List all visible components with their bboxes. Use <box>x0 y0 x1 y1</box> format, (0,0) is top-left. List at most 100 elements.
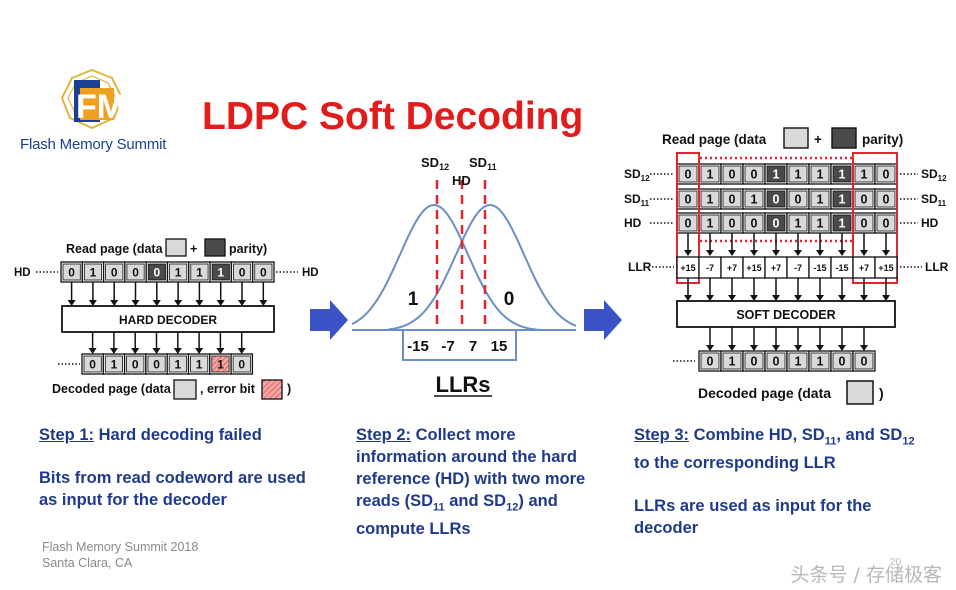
p3-row0-bit: 0 <box>883 168 890 182</box>
p1-hd-bit: 1 <box>196 265 203 279</box>
p3-dec-bit: 0 <box>773 355 780 369</box>
p3-row1-bit: 0 <box>883 193 890 207</box>
p3-dec-bit: 0 <box>707 355 714 369</box>
hd-label: HD <box>452 173 471 188</box>
p3-row0-cell <box>766 165 786 183</box>
p3-llr-value: +15 <box>878 263 893 273</box>
p3-row1-bit: 1 <box>817 193 824 207</box>
p3-dec-cell <box>722 352 742 370</box>
p1-hd-bit: 1 <box>175 265 182 279</box>
p3-dec-cell <box>744 352 764 370</box>
step1-head-text: Hard decoding failed <box>94 426 262 444</box>
p3-row2-cell <box>810 214 830 232</box>
p3-row1-cell <box>832 190 852 208</box>
fms-logo-icon: FM <box>60 68 125 130</box>
soft-decoder-label: SOFT DECODER <box>736 308 835 322</box>
p3-row1-cell <box>810 190 830 208</box>
p3-row-label-right: HD <box>921 216 939 230</box>
p3-row0-bit: 1 <box>861 168 868 182</box>
p1-dec-cell <box>211 355 230 373</box>
p1-hd-bit: 1 <box>90 265 97 279</box>
p3-row2-cell <box>788 214 808 232</box>
p3-row1-cell <box>722 190 742 208</box>
p1-hd-cell <box>83 263 103 281</box>
p3-row1-bit: 0 <box>729 193 736 207</box>
p3-row1-cell <box>876 190 896 208</box>
p3-row0-cell <box>744 165 764 183</box>
p3-row1-bit: 1 <box>751 193 758 207</box>
p3-dec-bit: 1 <box>795 355 802 369</box>
p3-dec-cell <box>766 352 786 370</box>
p3-row2-bit: 0 <box>861 217 868 231</box>
p1-hd-cell <box>169 263 188 281</box>
p3-row-label-left: HD <box>624 216 642 230</box>
arrow-right-icon <box>310 300 348 340</box>
p3-dec-cell <box>810 352 830 370</box>
region-0-label: 0 <box>504 289 515 310</box>
p3-row0-cell <box>678 165 698 183</box>
p3-decoded-label-c: ) <box>879 385 884 401</box>
p3-row2-cell <box>722 214 742 232</box>
hard-decoder-label: HARD DECODER <box>119 313 217 327</box>
p3-row2-bit: 1 <box>817 217 824 231</box>
p3-decoded-label-a: Decoded page (data <box>698 385 831 401</box>
p3-row0-bit: 1 <box>773 168 780 182</box>
p3-row-label-right: SD12 <box>921 167 947 183</box>
p1-hd-cell <box>62 263 81 281</box>
soft-decoder-box <box>676 300 896 328</box>
p1-hd-bit: 1 <box>217 265 224 279</box>
footer-line2: Santa Clara, CA <box>42 556 133 570</box>
p3-row2-bit: 0 <box>751 217 758 231</box>
p3-llr-row: +15-7+7+15+7-7-15-15+7+15 <box>676 256 898 279</box>
p1-dec-cell <box>104 355 124 373</box>
p1-dec-cell <box>83 355 102 373</box>
p3-llr-value: -15 <box>835 263 848 273</box>
footer: Flash Memory Summit 2018 Santa Clara, CA <box>42 539 198 571</box>
p1-hd-bit: 0 <box>260 265 267 279</box>
p3-row0-bit: 1 <box>707 168 714 182</box>
p1-dec-bit: 1 <box>217 357 224 371</box>
p3-llr-value: -7 <box>706 263 714 273</box>
p3-row0-cell <box>788 165 808 183</box>
distribution-curve-0 <box>387 203 577 331</box>
p3-llr-value: -15 <box>813 263 826 273</box>
p1-hd-cell <box>254 263 273 281</box>
p3-row0-bit: 0 <box>685 168 692 182</box>
step3-head: Step 3: <box>634 426 690 444</box>
p3-row1-bit: 1 <box>839 193 846 207</box>
p3-llr-right: LLR <box>925 260 949 274</box>
p1-dec-cell <box>190 355 209 373</box>
page-number: 20 <box>890 557 902 568</box>
p3-row0-bit: 1 <box>817 168 824 182</box>
p3-row2-cell <box>678 214 698 232</box>
p3-dec-bit: 0 <box>751 355 758 369</box>
svg-text:FM: FM <box>76 88 125 126</box>
p3-read-label-b: + <box>814 132 822 147</box>
p3-row-label-left: SD12 <box>624 167 650 183</box>
p1-hd-bit: 0 <box>154 265 161 279</box>
p3-row0-bit: 0 <box>729 168 736 182</box>
p1-decoded-label-a: Decoded page (data <box>52 382 172 396</box>
p1-hd-right: HD <box>302 267 319 279</box>
arrow-right-icon-2 <box>584 300 622 340</box>
p3-row1-cell <box>788 190 808 208</box>
p1-dec-bit: 0 <box>132 357 139 371</box>
sd11-label: SD11 <box>469 155 497 172</box>
p3-dec-bit: 0 <box>861 355 868 369</box>
p3-row1-cell <box>744 190 764 208</box>
p3-llr-value: +7 <box>771 263 781 273</box>
p1-hd-cell <box>190 263 209 281</box>
p1-decoded-label-c: ) <box>287 382 291 396</box>
p1-dec-bit: 1 <box>196 357 203 371</box>
p3-row2-cell <box>854 214 874 232</box>
p3-llr-value: +15 <box>680 263 695 273</box>
p1-error-swatch <box>261 379 283 400</box>
p1-read-label-b: + <box>190 242 197 256</box>
p1-hd-bit: 0 <box>239 265 246 279</box>
p3-dec-bit: 1 <box>817 355 824 369</box>
llr-value: 7 <box>469 338 477 355</box>
p3-row1-cell <box>700 190 720 208</box>
p3-dec-cell <box>832 352 852 370</box>
